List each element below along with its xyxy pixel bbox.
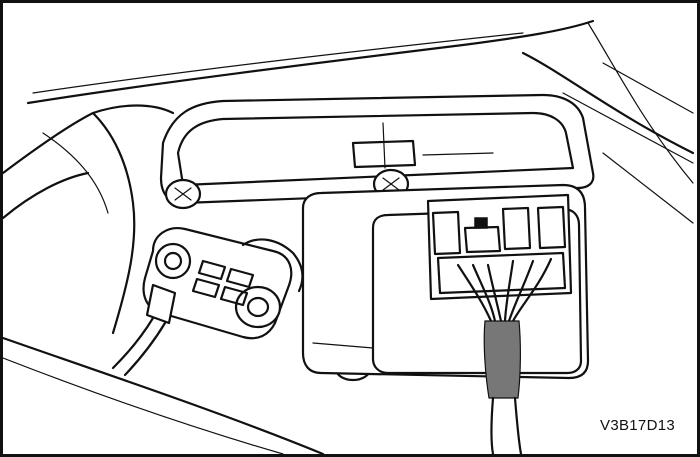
figure-reference-code: V3B17D13 (600, 417, 675, 434)
sensor-plate (142, 227, 304, 340)
lower-panel-edge (3, 336, 325, 454)
wiring-connector (426, 193, 573, 301)
sensor-cable (111, 283, 177, 377)
dashboard-outline (26, 19, 695, 224)
abs-modulator-illustration (3, 19, 695, 454)
bracket-bolt-left (164, 178, 202, 210)
wire-harness (456, 257, 553, 454)
left-bracket (3, 104, 175, 335)
